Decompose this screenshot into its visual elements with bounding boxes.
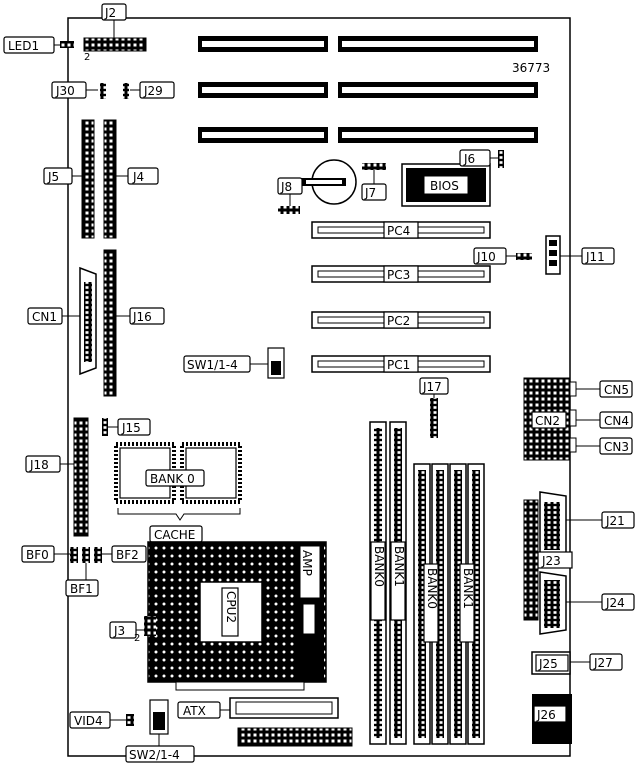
j6-label: J6: [463, 152, 475, 166]
pc4-label: PC4: [387, 224, 410, 238]
j5-label: J5: [47, 170, 59, 184]
j15-label: J15: [121, 421, 141, 435]
pci-slot-4: PC4: [311, 221, 491, 239]
bf2-label: BF2: [116, 548, 139, 562]
amp-label: AMP: [300, 550, 314, 576]
dimm-bank0-label: BANK0: [372, 546, 386, 587]
sw2-switch: SW2/1-4: [125, 699, 195, 763]
cn1-label: CN1: [32, 310, 57, 324]
bf1-label: BF1: [70, 582, 93, 596]
j27-label: J27: [593, 656, 613, 670]
j18-label: J18: [29, 458, 49, 472]
j8-label: J8: [280, 180, 292, 194]
dimm-slots: BANK0 BANK1: [369, 421, 407, 745]
board-number: 36773: [512, 61, 550, 75]
cn2-label: CN2: [535, 414, 560, 428]
j2-label: J2: [104, 6, 116, 20]
j25-label: J25: [538, 657, 558, 671]
j2-connector: J2 2: [83, 3, 147, 63]
j15-connector: J15: [102, 418, 151, 436]
battery: [300, 159, 357, 205]
cpu2-label: CPU2: [224, 591, 238, 623]
j11-connector: J11: [545, 235, 615, 275]
cn3-connector: CN3: [576, 437, 633, 455]
j30-label: J30: [55, 84, 75, 98]
j4-label: J4: [132, 170, 144, 184]
atx-connector: ATX: [177, 697, 339, 719]
bottom-header: [237, 727, 353, 747]
j4-connector: J4: [103, 119, 159, 239]
j17-connector: J17: [419, 377, 449, 438]
j7-connector: J7: [361, 163, 387, 201]
bf-jumpers: BF0 BF2 BF1: [21, 545, 147, 597]
j25-connector: J25: [531, 651, 571, 675]
dimm-bank1-label: BANK1: [392, 546, 406, 587]
j10-label: J10: [476, 250, 496, 264]
bf0-label: BF0: [26, 548, 49, 562]
cn2-connector: CN2: [523, 377, 577, 461]
pci-slot-3: PC3: [311, 265, 491, 283]
cn4-connector: CN4: [576, 411, 633, 429]
bios-label: BIOS: [430, 179, 459, 193]
cache-chips: BANK 0 CACHE: [114, 442, 242, 543]
atx-label: ATX: [183, 704, 206, 718]
j24-label: J24: [605, 596, 625, 610]
j27-connector: J27: [570, 653, 623, 671]
vid4-label: VID4: [74, 714, 103, 728]
pc1-label: PC1: [387, 358, 410, 372]
cn4-label: CN4: [604, 414, 629, 428]
j11-label: J11: [585, 250, 605, 264]
j5-connector: J5: [43, 119, 95, 239]
simm-slots: BANK0 BANK1: [413, 463, 485, 745]
sw2-label: SW2/1-4: [129, 748, 180, 762]
j3-connector: J3 2: [109, 616, 156, 644]
j17-label: J17: [422, 380, 442, 394]
cpu-socket: CPU2 AMP: [147, 541, 327, 691]
vid4-jumper: VID4: [69, 711, 134, 729]
isa-slots: [198, 36, 538, 143]
j16-label: J16: [132, 310, 152, 324]
pci-slot-2: PC2: [311, 311, 491, 329]
cn5-connector: CN5: [576, 380, 633, 398]
j8-connector: J8: [277, 177, 303, 214]
cache-label: CACHE: [154, 528, 195, 542]
simm-bank0-label: BANK0: [425, 568, 439, 609]
j16-connector: J16: [103, 249, 165, 397]
led1-connector: LED1: [3, 36, 74, 54]
j3-label: J3: [113, 624, 125, 638]
j26-label: J26: [536, 708, 556, 722]
j7-label: J7: [364, 186, 376, 200]
bank0-cache-label: BANK 0: [150, 472, 195, 486]
sw1-label: SW1/1-4: [187, 358, 238, 372]
j29-label: J29: [143, 84, 163, 98]
cn3-label: CN3: [604, 440, 629, 454]
j3-pin-marker: 2: [134, 633, 140, 644]
j2-pin-marker: 2: [84, 52, 90, 63]
j21-connector: J21: [539, 491, 635, 559]
j23-label: J23: [541, 554, 561, 568]
j30-connector: J30: [51, 81, 106, 99]
j21-label: J21: [605, 514, 625, 528]
j23-connector: J23: [523, 499, 573, 621]
pci-slot-1: PC1: [311, 355, 491, 373]
bios-chip: BIOS: [401, 163, 491, 207]
j18-connector: J18: [25, 417, 89, 537]
led1-label: LED1: [8, 39, 39, 53]
cn1-connector: CN1: [27, 266, 97, 376]
sw1-switch: SW1/1-4: [183, 347, 285, 379]
j29-connector: J29: [123, 81, 175, 99]
pc3-label: PC3: [387, 268, 410, 282]
j24-connector: J24: [539, 571, 635, 635]
simm-bank1-label: BANK1: [461, 568, 475, 609]
j6-connector: J6: [459, 149, 504, 168]
cn5-label: CN5: [604, 383, 629, 397]
pc2-label: PC2: [387, 314, 410, 328]
j26-connector: J26: [532, 694, 572, 744]
j10-connector: J10: [473, 247, 532, 265]
